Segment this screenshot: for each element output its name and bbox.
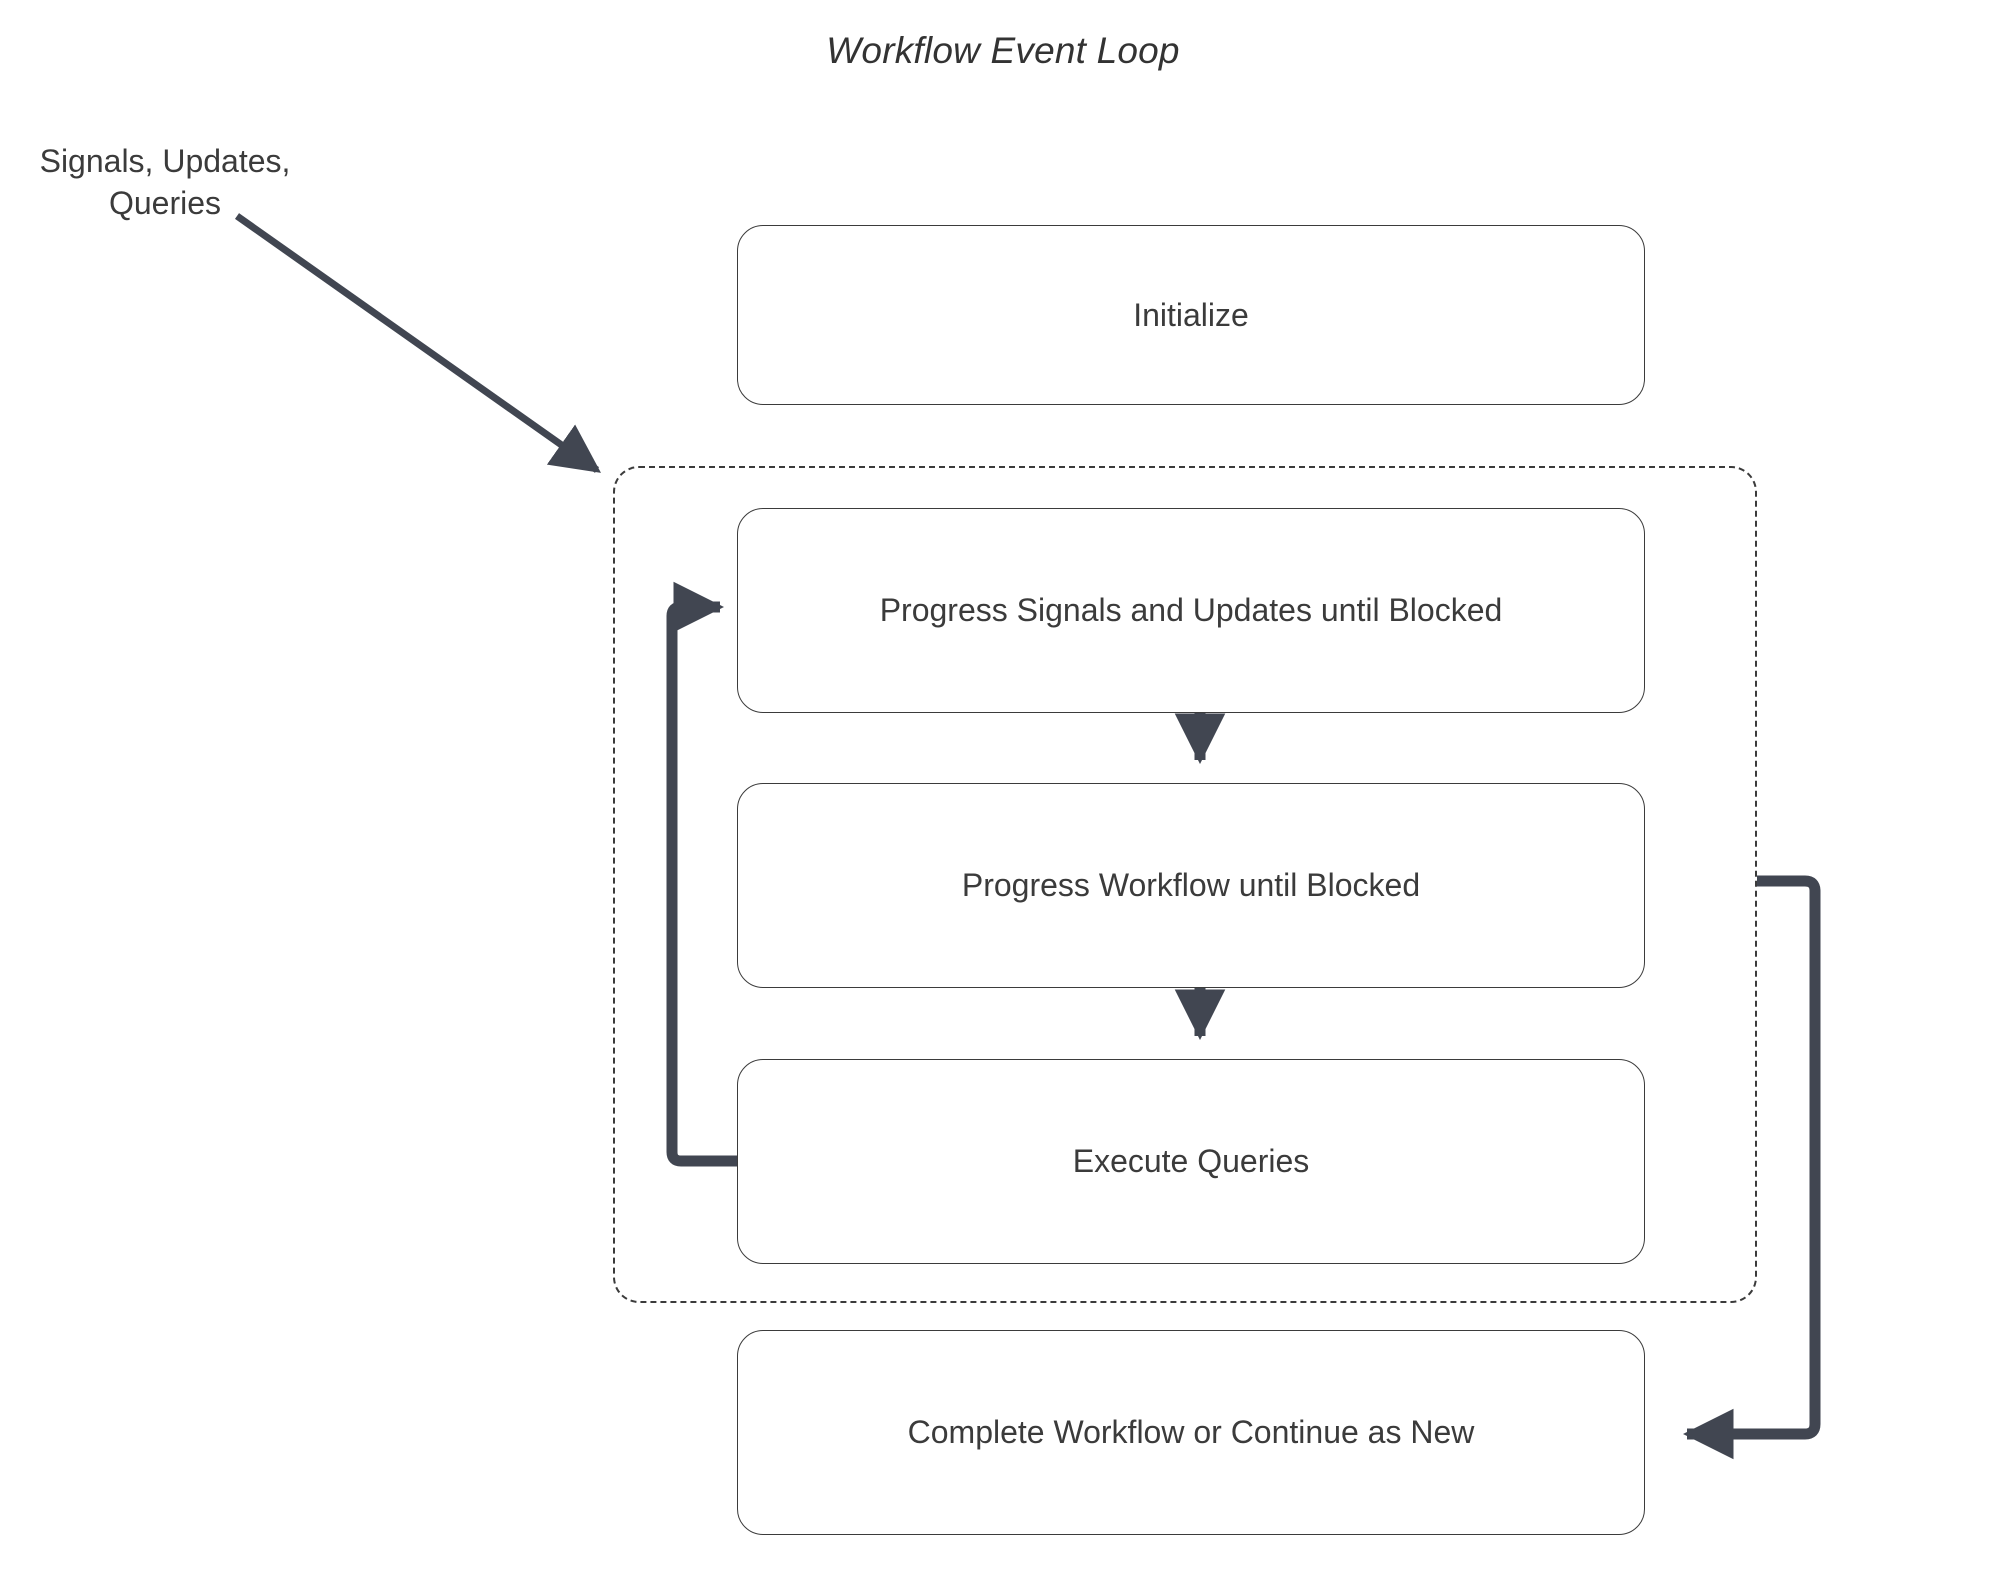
external-input-label: Signals, Updates, Queries (20, 140, 310, 224)
node-progress-workflow[interactable]: Progress Workflow until Blocked (737, 783, 1645, 988)
node-initialize-label: Initialize (1133, 296, 1249, 333)
external-input-label-line-1: Signals, Updates, (39, 143, 291, 179)
node-complete-workflow[interactable]: Complete Workflow or Continue as New (737, 1330, 1645, 1535)
page-title: Workflow Event Loop (826, 30, 1180, 71)
edge-queries-back-to-signals (666, 581, 742, 1167)
edge-event-loop-to-complete (1682, 875, 1821, 1460)
node-progress-workflow-label: Progress Workflow until Blocked (961, 867, 1421, 903)
node-execute-queries-label: Execute Queries (1072, 1143, 1310, 1179)
node-complete-workflow-label: Complete Workflow or Continue as New (907, 1414, 1475, 1450)
external-input-label-line-2: Queries (108, 185, 222, 221)
event-loop-container (613, 466, 1757, 1303)
node-progress-signals[interactable]: Progress Signals and Updates until Block… (737, 508, 1645, 713)
node-execute-queries[interactable]: Execute Queries (737, 1059, 1645, 1264)
node-progress-signals-label: Progress Signals and Updates until Block… (879, 592, 1503, 628)
edge-signals-to-event-loop (234, 213, 602, 473)
node-initialize[interactable]: Initialize (737, 225, 1645, 405)
